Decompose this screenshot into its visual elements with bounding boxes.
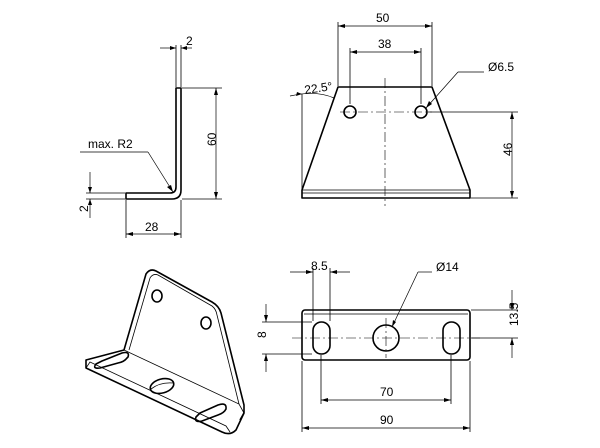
plan-slot-right [442, 321, 461, 355]
iso-back-hole-left [151, 289, 163, 303]
side-base-length-label: 28 [145, 220, 159, 234]
side-bend-radius-label: max. R2 [88, 137, 133, 151]
iso-back-plate [123, 269, 245, 421]
front-hole-diameter-label: Ø6.5 [488, 60, 514, 74]
front-top-width-label: 50 [376, 11, 390, 25]
iso-base-slot-right [194, 403, 227, 423]
side-profile-outline [125, 87, 182, 200]
plan-slot-height-label: 8 [255, 331, 269, 338]
plan-slot-spacing-label: 70 [380, 385, 394, 399]
iso-base-plate [85, 349, 245, 435]
isometric-view [85, 269, 245, 435]
side-height-label: 60 [205, 132, 219, 146]
iso-base-center-hole [149, 377, 175, 395]
plan-total-width-label: 90 [380, 413, 394, 427]
side-thickness-bottom-label: 2 [77, 205, 91, 212]
plan-center-hole-label: Ø14 [436, 260, 459, 274]
plan-slot-left [312, 321, 331, 355]
plan-slot-width-label: 8.5 [311, 259, 328, 273]
iso-base-slot-left [93, 351, 130, 369]
front-plate-outline [301, 86, 471, 199]
side-view: 2 60 max. R2 2 28 [77, 34, 222, 238]
plan-outline [301, 309, 471, 361]
plan-view: 8.5 Ø14 8 13.5 70 90 [255, 259, 521, 432]
front-view: 50 38 22.5° Ø6.5 46 [289, 11, 518, 206]
plan-depth-label: 13.5 [507, 302, 521, 326]
iso-back-hole-right [200, 316, 212, 330]
front-angle-label: 22.5° [303, 79, 333, 97]
front-height-label: 46 [501, 142, 515, 156]
front-hole-spacing-label: 38 [378, 37, 392, 51]
side-thickness-top-label: 2 [186, 34, 193, 48]
